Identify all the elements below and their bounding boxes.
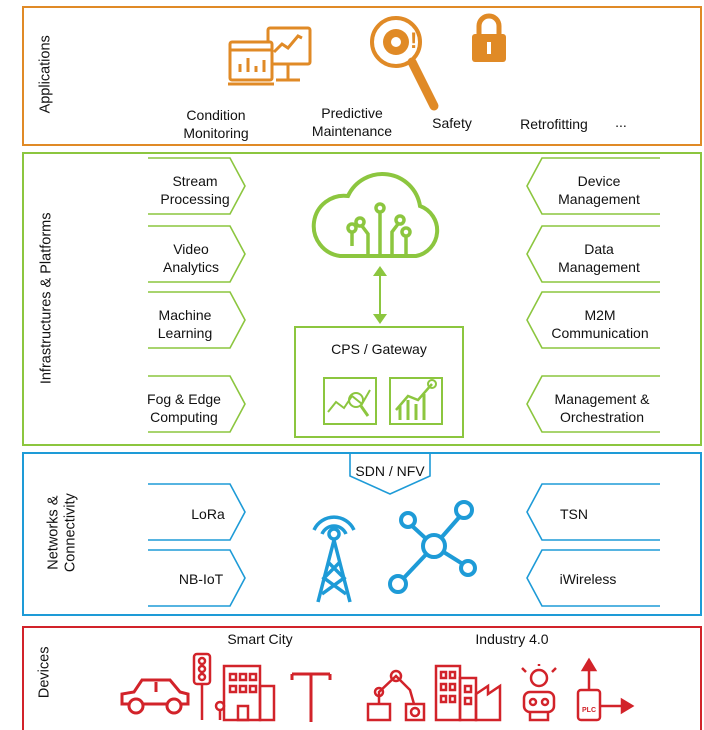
buildings-icon (214, 664, 276, 722)
chart-magnifier-icon (323, 377, 377, 425)
infra-left-item-2: Video Analytics (162, 241, 220, 276)
infra-right-item-4: Management & Orchestration (554, 391, 650, 426)
sdn-nfv-label: SDN / NFV (355, 463, 425, 479)
infrastructure-layer (22, 152, 702, 446)
smart-robot-icon (521, 664, 557, 722)
factory-icon (434, 664, 502, 722)
gateway-box (294, 326, 464, 438)
infra-left-item-4: Fog & Edge Computing (147, 391, 221, 426)
svg-text:PLC: PLC (582, 707, 596, 714)
applications-layer (22, 6, 702, 146)
predictive-maintenance-label: Predictive Maintenance (311, 105, 393, 140)
networks-layer (22, 452, 702, 616)
devices-title: Devices (36, 646, 53, 699)
street-lamp-icon (290, 672, 332, 722)
devices-layer (22, 626, 702, 730)
cloud-icon (311, 172, 440, 258)
antenna-tower-icon (312, 515, 356, 603)
traffic-light-icon (192, 652, 212, 720)
plc-icon: PLC (576, 657, 635, 722)
network-graph-icon (388, 500, 477, 594)
infra-right-item-3: M2M Communication (551, 307, 649, 342)
padlock-icon (472, 13, 506, 62)
network-left-item-2: NB-IoT (178, 571, 224, 587)
condition-monitoring-label: Condition Monitoring (183, 107, 249, 142)
gateway-label: CPS / Gateway (331, 341, 427, 357)
monitoring-icon (228, 26, 312, 86)
retrofitting-label: Retrofitting (520, 116, 588, 132)
infra-right-item-2: Data Management (558, 241, 640, 276)
network-right-item-2: iWireless (559, 571, 617, 587)
robot-arm-icon (366, 669, 426, 722)
smart-city-label: Smart City (227, 631, 293, 647)
network-left-item-1: LoRa (191, 506, 225, 522)
more-label: ... (615, 114, 627, 130)
network-right-item-1: TSN (560, 506, 588, 522)
growth-chart-icon (389, 377, 443, 425)
predictive-maintenance-icon: ! (370, 16, 439, 111)
safety-label: Safety (432, 115, 472, 131)
svg-text:!: ! (410, 28, 417, 53)
infra-left-item-3: Machine Learning (157, 307, 213, 342)
industry-label: Industry 4.0 (475, 631, 549, 647)
car-icon (120, 678, 190, 715)
bidirectional-arrow (373, 266, 387, 324)
infra-right-item-1: Device Management (558, 173, 640, 208)
infra-left-item-1: Stream Processing (160, 173, 230, 208)
